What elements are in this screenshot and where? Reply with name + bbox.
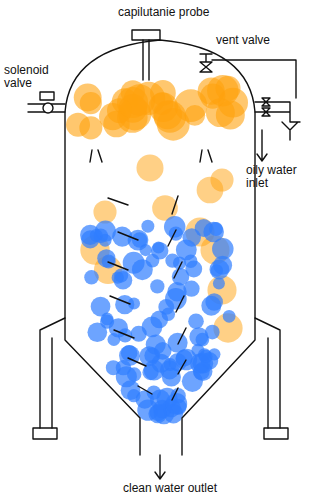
solenoid-coil [40, 92, 54, 100]
droplet [193, 362, 212, 381]
droplet [80, 225, 100, 245]
leg-foot [33, 428, 57, 439]
probe-head [132, 30, 160, 40]
inlet-piping [255, 98, 300, 161]
droplet [80, 92, 102, 114]
part-label: oily water inlet [246, 164, 316, 190]
droplet [132, 232, 147, 247]
droplet [112, 271, 124, 283]
support-legs [40, 318, 280, 428]
solenoid-valve [43, 103, 53, 113]
droplet [189, 327, 208, 346]
droplet [101, 313, 114, 326]
droplet [210, 168, 233, 191]
droplet [166, 393, 188, 415]
vent-valve [200, 54, 296, 98]
droplet [141, 220, 154, 233]
vessel-outline [65, 40, 255, 455]
droplet [168, 333, 188, 353]
droplet [136, 154, 163, 181]
droplet [123, 252, 145, 274]
droplet [97, 249, 115, 267]
part-label: capilutanie probe [118, 6, 238, 19]
droplet [169, 226, 183, 240]
droplet [146, 335, 166, 355]
droplet [121, 380, 141, 400]
baffle [90, 150, 212, 162]
droplet [196, 333, 210, 347]
droplet [213, 277, 225, 289]
droplet [212, 238, 234, 260]
droplet [93, 200, 116, 223]
droplet [223, 310, 236, 323]
droplet [79, 116, 102, 139]
fluid-droplets [66, 75, 248, 424]
droplet [148, 92, 178, 122]
droplet [116, 360, 131, 375]
outlet-arrow [155, 455, 165, 479]
droplet [211, 264, 224, 277]
part-label: vent valve [216, 34, 296, 47]
baffle-plate [108, 196, 186, 400]
droplet [117, 87, 148, 118]
droplet [184, 254, 198, 268]
droplet [84, 270, 98, 284]
leg-foot [264, 428, 288, 439]
droplet [207, 75, 238, 106]
droplet [118, 328, 132, 342]
droplet [188, 313, 204, 329]
droplet [182, 228, 200, 246]
droplet [152, 354, 171, 373]
part-label: clean water outlet [100, 482, 240, 495]
droplet [201, 296, 221, 316]
probe-stem [143, 40, 149, 80]
droplet [142, 316, 163, 337]
droplet [146, 254, 160, 268]
solenoid-pipe [28, 104, 65, 112]
part-label: solenoid valve [4, 64, 64, 90]
droplet [158, 299, 174, 315]
droplet [150, 279, 164, 293]
